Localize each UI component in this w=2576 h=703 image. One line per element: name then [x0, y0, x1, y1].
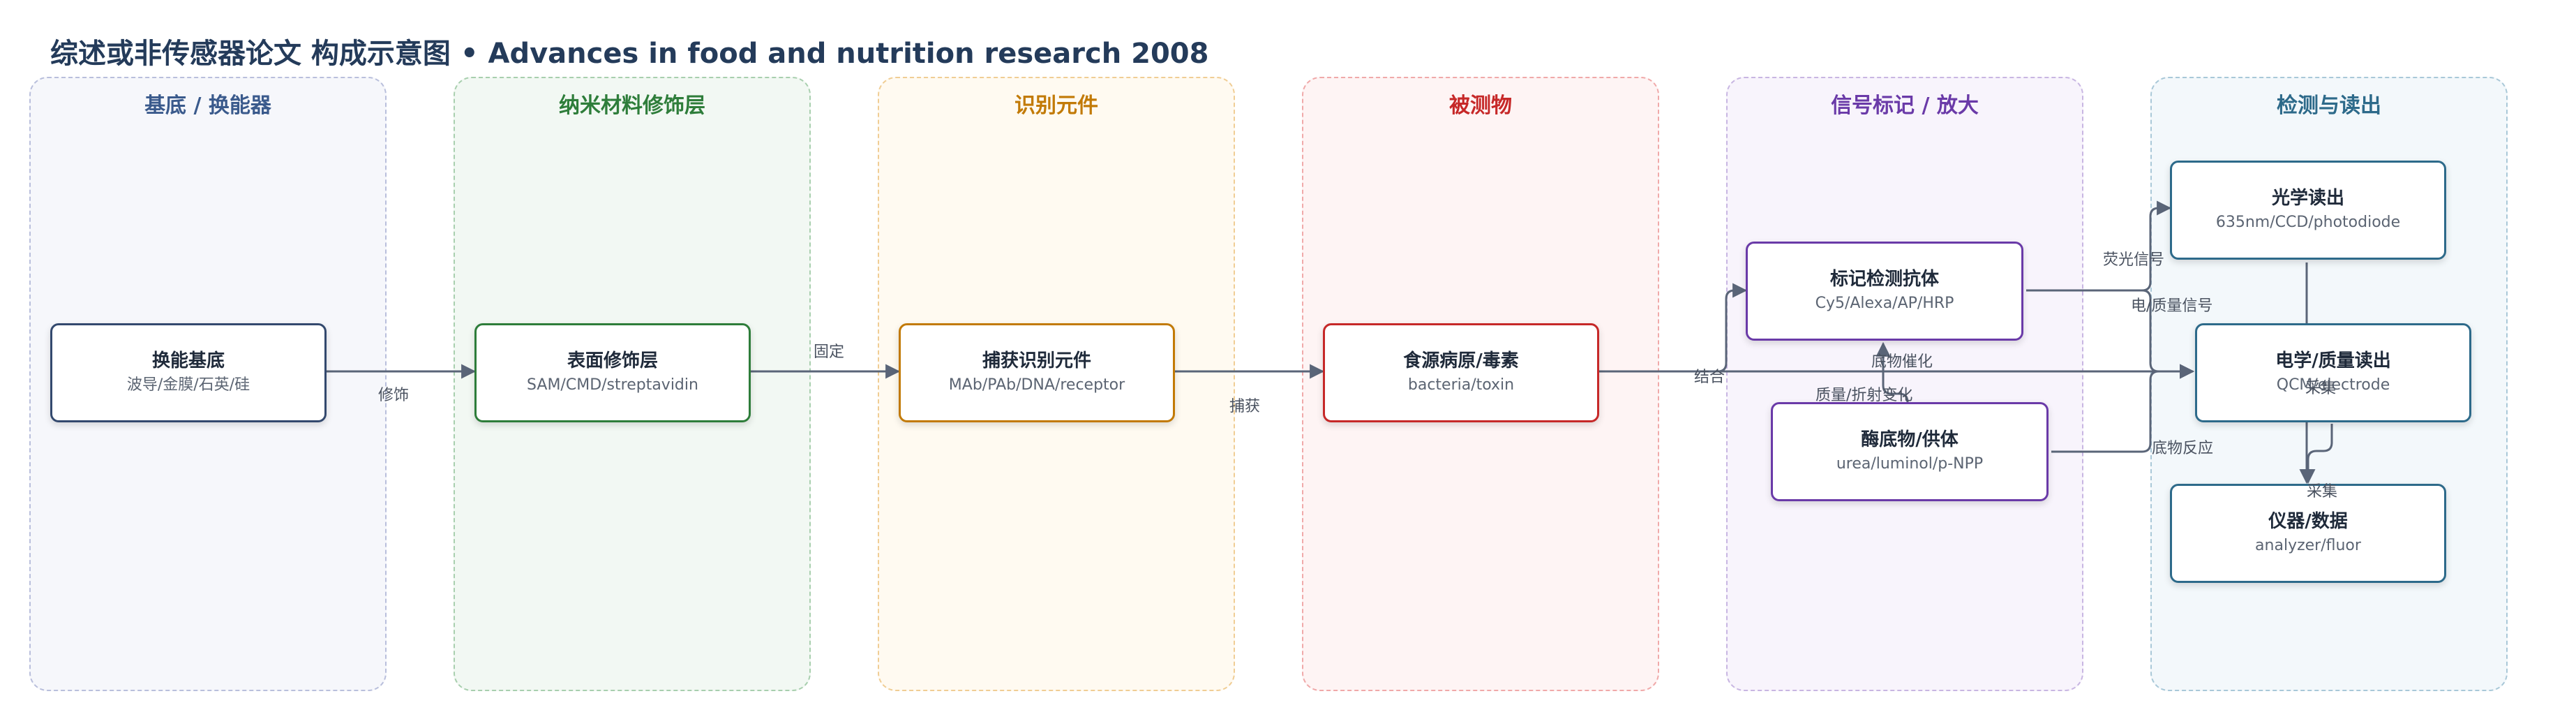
lane-title-analyte: 被测物 — [1449, 94, 1512, 118]
lane-signal-label — [1726, 77, 2083, 691]
node-capture-element-title: 捕获识别元件 — [982, 350, 1091, 372]
node-electro-readout-title: 电学/质量读出 — [2275, 350, 2391, 372]
edge-label-mass-refraction: 质量/折射变化 — [1815, 387, 1913, 404]
lane-title-detection: 检测与读出 — [2277, 94, 2381, 118]
node-electro-readout: 电学/质量读出 QCM/electrode — [2195, 323, 2471, 422]
edge-label-enzyme-catalysis: 底物催化 — [1871, 353, 1933, 371]
lane-title-signal-label: 信号标记 / 放大 — [1831, 94, 1979, 118]
edge-label-collect-electro: 采集 — [2307, 483, 2338, 501]
node-optical-readout: 光学读出 635nm/CCD/photodiode — [2170, 161, 2446, 260]
edge-substrate-electro — [2051, 364, 2195, 453]
edge-label-bind: 结合 — [1694, 369, 1725, 386]
node-labeled-antibody-title: 标记检测抗体 — [1829, 269, 1939, 290]
edge-label-collect-optical: 采集 — [2305, 380, 2337, 397]
node-capture-element: 捕获识别元件 MAb/PAb/DNA/receptor — [899, 323, 1175, 422]
lane-title-recognition: 识别元件 — [1014, 94, 1098, 118]
edge-label-modify: 修饰 — [378, 387, 410, 404]
edge-substrate-label — [1875, 341, 1909, 403]
node-transducer-sub: 波导/金膜/石英/硅 — [126, 376, 250, 394]
edge-analyte-label — [1599, 283, 1748, 373]
lane-title-substrate: 基底 / 换能器 — [144, 94, 271, 118]
edge-label-electro-mass: 电/质量信号 — [2131, 297, 2213, 315]
title-separator: • — [460, 38, 479, 70]
edge-label-substrate-reaction: 底物反应 — [2152, 440, 2214, 457]
node-transducer-title: 换能基底 — [151, 350, 225, 372]
node-electro-readout-sub: QCM/electrode — [2276, 376, 2390, 394]
node-analyte-sub: bacteria/toxin — [1407, 376, 1515, 394]
node-surface-layer: 表面修饰层 SAM/CMD/streptavidin — [474, 323, 751, 422]
diagram-title: 综述或非传感器论文 构成示意图 • Advances in food and nut… — [50, 31, 1208, 71]
node-instrument: 仪器/数据 analyzer/fluor — [2170, 484, 2446, 583]
node-optical-readout-sub: 635nm/CCD/photodiode — [2215, 214, 2401, 232]
node-enzyme-substrate-sub: urea/luminol/p-NPP — [1836, 455, 1984, 473]
node-enzyme-substrate-title: 酶底物/供体 — [1861, 429, 1959, 451]
lane-title-nanomaterial: 纳米材料修饰层 — [559, 94, 705, 118]
node-labeled-antibody: 标记检测抗体 Cy5/Alexa/AP/HRP — [1746, 242, 2023, 341]
edge-label-immobilize: 固定 — [814, 343, 845, 361]
title-chinese: 综述或非传感器论文 构成示意图 — [50, 38, 451, 70]
node-analyte-title: 食源病原/毒素 — [1403, 350, 1519, 372]
node-transducer: 换能基底 波导/金膜/石英/硅 — [50, 323, 327, 422]
node-analyte: 食源病原/毒素 bacteria/toxin — [1323, 323, 1599, 422]
node-enzyme-substrate: 酶底物/供体 urea/luminol/p-NPP — [1771, 402, 2049, 501]
edge-label-capture: 捕获 — [1229, 398, 1261, 415]
node-labeled-antibody-sub: Cy5/Alexa/AP/HRP — [1815, 295, 1954, 313]
node-surface-layer-title: 表面修饰层 — [567, 350, 658, 372]
node-capture-element-sub: MAb/PAb/DNA/receptor — [948, 376, 1125, 394]
edge-electro-instrument — [2300, 424, 2333, 484]
node-surface-layer-sub: SAM/CMD/streptavidin — [527, 376, 698, 394]
edge-label-fluorescence: 荧光信号 — [2103, 251, 2165, 269]
node-instrument-sub: analyzer/fluor — [2255, 537, 2361, 555]
node-instrument-title: 仪器/数据 — [2268, 511, 2348, 533]
title-english: Advances in food and nutrition research … — [488, 38, 1209, 70]
node-optical-readout-title: 光学读出 — [2271, 188, 2344, 209]
